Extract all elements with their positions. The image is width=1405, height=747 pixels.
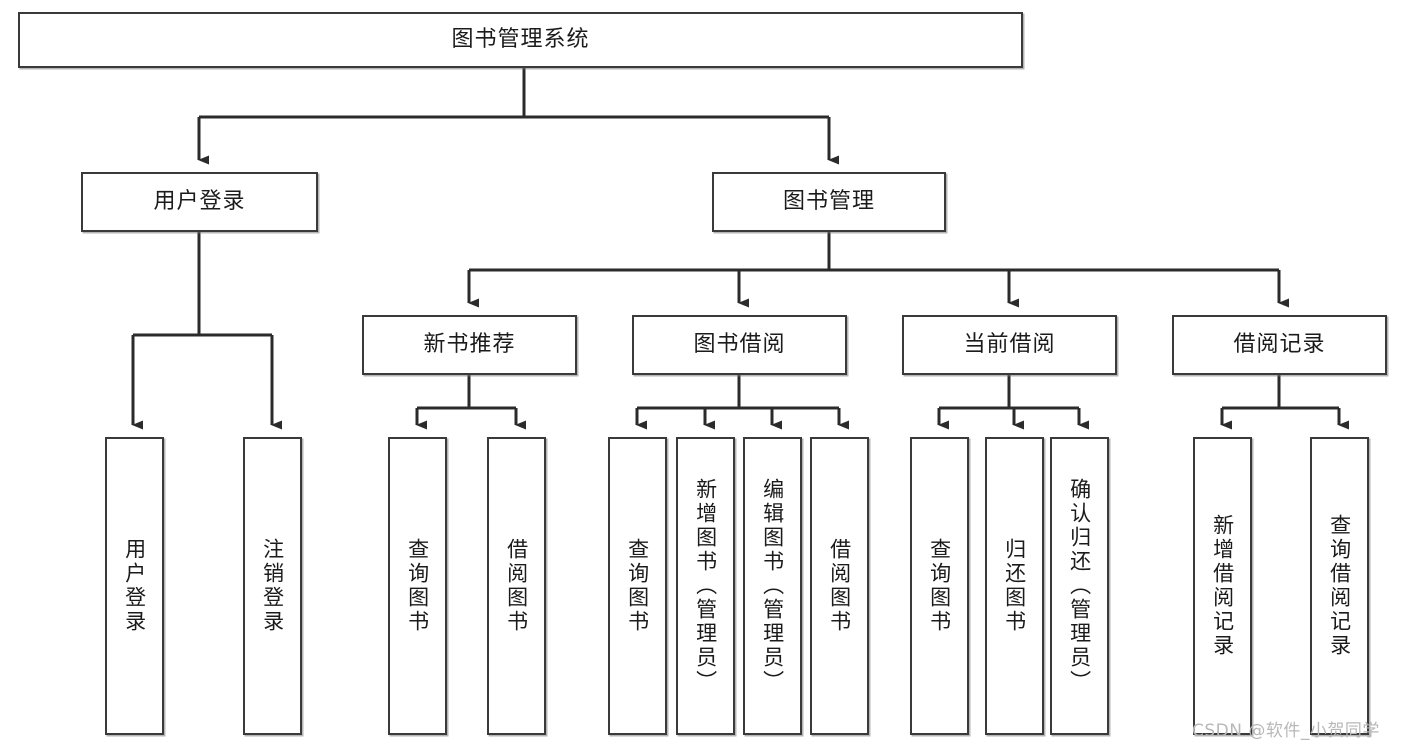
node-label: 借阅记录 xyxy=(1233,331,1326,357)
leaf-return-book[interactable]: 归还图书 xyxy=(985,437,1044,735)
node-label: 新书推荐 xyxy=(423,331,516,357)
node-label: 确认归还（管理员） xyxy=(1067,478,1092,694)
node-label: 用户登录 xyxy=(122,538,147,634)
csdn-watermark: CSDN @软件_小贺同学 xyxy=(1192,721,1380,741)
node-label: 图书管理 xyxy=(782,188,875,214)
leaf-confirm-return-admin[interactable]: 确认归还（管理员） xyxy=(1050,437,1109,735)
node-label: 查询图书 xyxy=(405,538,430,634)
leaf-query-book-borrow[interactable]: 查询图书 xyxy=(608,437,667,735)
node-current-borrow[interactable]: 当前借阅 xyxy=(902,315,1117,375)
node-book-borrow[interactable]: 图书借阅 xyxy=(632,315,847,375)
node-label: 用户登录 xyxy=(153,188,246,214)
node-label: 图书借阅 xyxy=(693,331,786,357)
node-label: 借阅图书 xyxy=(504,538,529,634)
leaf-add-borrow-record[interactable]: 新增借阅记录 xyxy=(1193,437,1252,735)
leaf-borrow-book-recommend[interactable]: 借阅图书 xyxy=(487,437,546,735)
leaf-query-borrow-record[interactable]: 查询借阅记录 xyxy=(1310,437,1369,735)
node-label: 借阅图书 xyxy=(827,538,852,634)
leaf-query-book-current[interactable]: 查询图书 xyxy=(910,437,969,735)
node-label: 注销登录 xyxy=(260,538,285,634)
node-book-manage[interactable]: 图书管理 xyxy=(712,172,946,232)
node-label: 新增图书（管理员） xyxy=(693,478,718,694)
node-label: 新增借阅记录 xyxy=(1210,514,1235,658)
leaf-borrow-book[interactable]: 借阅图书 xyxy=(810,437,869,735)
node-borrow-record[interactable]: 借阅记录 xyxy=(1172,315,1387,375)
node-label: 归还图书 xyxy=(1002,538,1027,634)
leaf-edit-book-admin[interactable]: 编辑图书（管理员） xyxy=(743,437,802,735)
node-root-system[interactable]: 图书管理系统 xyxy=(18,12,1023,68)
node-label: 查询图书 xyxy=(927,538,952,634)
node-label: 查询借阅记录 xyxy=(1327,514,1352,658)
leaf-user-login[interactable]: 用户登录 xyxy=(105,437,164,735)
leaf-add-book-admin[interactable]: 新增图书（管理员） xyxy=(676,437,735,735)
leaf-user-logout[interactable]: 注销登录 xyxy=(243,437,302,735)
node-label: 编辑图书（管理员） xyxy=(760,478,785,694)
node-user-login[interactable]: 用户登录 xyxy=(81,172,318,232)
node-label: 查询图书 xyxy=(625,538,650,634)
node-new-book-recommend[interactable]: 新书推荐 xyxy=(362,315,577,375)
leaf-query-book-recommend[interactable]: 查询图书 xyxy=(388,437,447,735)
node-label: 当前借阅 xyxy=(963,331,1056,357)
node-label: 图书管理系统 xyxy=(451,26,590,52)
